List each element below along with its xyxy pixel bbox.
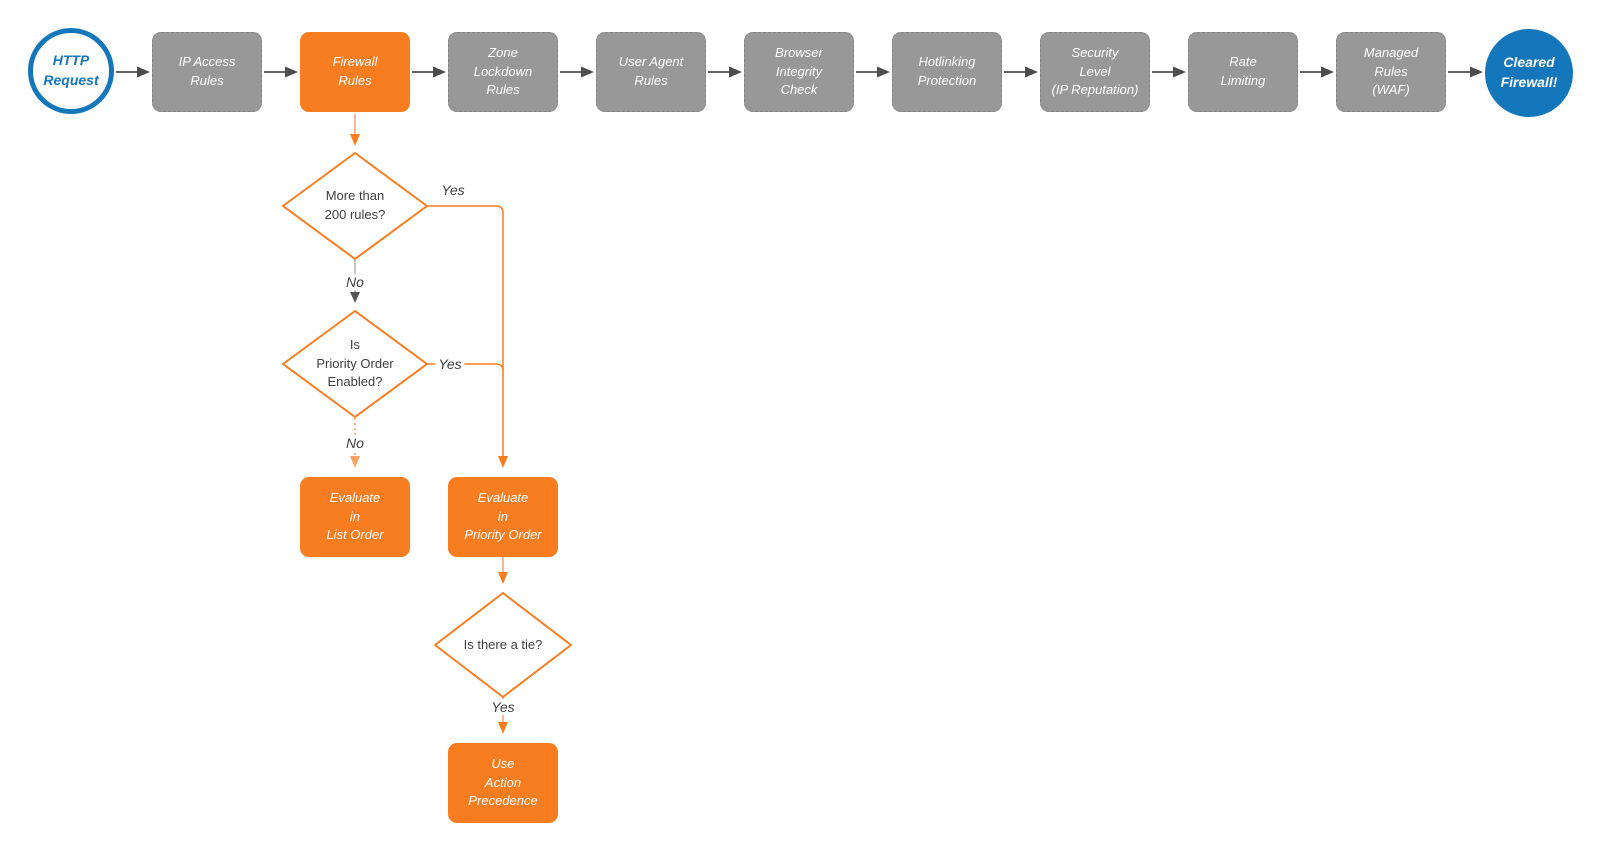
node-http-request: HTTP Request [28,28,114,114]
node-label: User Agent Rules [618,54,684,88]
node-evaluate-list-order: Evaluate in List Order [300,477,410,557]
node-label: Managed Rules (WAF) [1363,44,1419,98]
edge-label-no-200-rules: No [343,274,367,290]
node-label: More than 200 rules? [324,188,386,222]
node-label: Browser Integrity Check [775,44,823,98]
node-firewall-rules: Firewall Rules [300,32,410,112]
node-ip-access-rules: IP Access Rules [152,32,262,112]
decision-priority-enabled-label: Is Priority Order Enabled? [283,334,427,394]
node-label: IP Access Rules [178,54,236,88]
edge-label-yes-200-rules: Yes [438,182,468,198]
node-label: Cleared Firewall! [1500,54,1558,90]
edge-yes-200-rules-to-priority-order [427,205,508,468]
node-rate-limiting: Rate Limiting [1188,32,1298,112]
node-label: Security Level (IP Reputation) [1051,44,1139,98]
decision-200-rules-label: More than 200 rules? [283,176,427,236]
node-use-action-precedence: Use Action Precedence [448,743,558,823]
node-security-level: Security Level (IP Reputation) [1040,32,1150,112]
node-label: Is Priority Order Enabled? [316,336,394,390]
node-managed-rules-waf: Managed Rules (WAF) [1336,32,1446,112]
node-label: Evaluate in Priority Order [464,489,542,543]
node-label: Zone Lockdown Rules [473,44,533,98]
edge-yes-priority-enabled-join [427,363,504,372]
node-label: Is there a tie? [463,636,543,652]
node-browser-integrity-check: Browser Integrity Check [744,32,854,112]
edge-label-yes-priority-enabled: Yes [435,356,465,372]
node-label: HTTP Request [43,52,99,88]
node-zone-lockdown-rules: Zone Lockdown Rules [448,32,558,112]
decision-diamond-priority-enabled [282,310,428,418]
node-label: Use Action Precedence [468,755,538,809]
decision-diamond-200-rules [282,152,428,260]
edge-label-yes-tie: Yes [488,699,518,715]
decision-tie-label: Is there a tie? [435,615,571,675]
node-cleared-firewall: Cleared Firewall! [1485,29,1573,117]
node-user-agent-rules: User Agent Rules [596,32,706,112]
edge-label-no-priority-enabled: No [343,435,367,451]
node-label: Rate Limiting [1220,54,1266,88]
node-hotlinking-protection: Hotlinking Protection [892,32,1002,112]
node-label: Hotlinking Protection [917,54,977,88]
node-evaluate-priority-order: Evaluate in Priority Order [448,477,558,557]
node-label: Evaluate in List Order [326,489,384,543]
node-label: Firewall Rules [332,54,378,88]
decision-diamond-tie [434,592,572,698]
